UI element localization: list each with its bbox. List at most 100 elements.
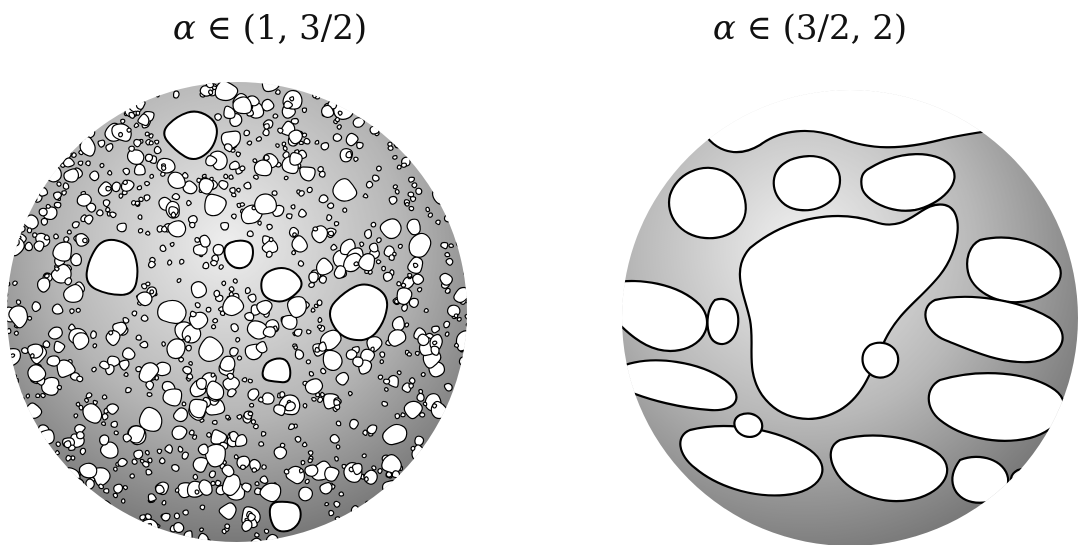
hole [222,281,226,285]
hole [45,274,50,278]
hole [73,478,83,488]
hole [31,424,35,428]
hole [119,194,123,198]
hole [195,238,200,243]
hole [174,513,179,519]
hole [311,308,315,312]
hole [289,424,295,430]
hole [269,238,273,242]
hole [253,73,260,80]
hole [76,483,80,488]
hole [284,469,289,474]
hole [74,414,78,418]
hole [267,251,273,257]
hole [367,425,377,434]
hole [360,242,364,246]
hole [308,451,312,456]
hole [371,222,376,227]
hole [6,282,10,286]
hole [363,430,367,435]
hole [32,302,40,312]
hole [409,177,415,182]
hole [348,392,352,396]
hole [402,304,408,311]
hole [5,378,18,393]
hole [57,182,61,186]
hole [262,73,279,92]
hole [252,468,257,472]
hole [351,506,359,514]
hole [117,223,126,232]
hole [187,200,192,205]
hole-left-mid [708,299,739,344]
hole [334,222,338,226]
hole [393,156,397,160]
hole [445,253,450,257]
hole [398,244,402,248]
hole [134,139,141,146]
hole [77,376,83,381]
hole [33,197,37,201]
hole [54,202,61,207]
hole [256,137,261,141]
coarse-hole-disk [540,0,1080,545]
hole [178,446,183,452]
hole [354,157,358,161]
hole [315,140,319,144]
hole [149,261,156,267]
hole [162,226,168,232]
hole [100,435,109,445]
hole [382,266,386,270]
hole [43,341,50,348]
hole [189,362,193,366]
hole [301,461,305,465]
hole [394,141,401,148]
hole [79,405,83,410]
hole [418,334,429,345]
hole [395,414,399,419]
hole [226,415,230,419]
hole [190,311,196,317]
hole [98,140,105,147]
hole [410,197,415,202]
hole [415,436,424,445]
hole [352,463,362,474]
hole [306,360,310,364]
hole [276,144,279,148]
hole [264,124,269,129]
hole [253,424,258,428]
hole [106,186,111,190]
hole [157,449,161,453]
hole [156,485,165,493]
hole [230,348,238,357]
hole [229,175,233,179]
hole [330,435,339,444]
hole [233,279,237,283]
hole [245,312,254,320]
hole [184,531,192,540]
hole [259,442,264,446]
hole [335,118,339,122]
hole [189,430,194,435]
hole [36,394,40,398]
hole [302,442,306,446]
hole [185,336,190,342]
hole [163,389,182,406]
hole [418,288,422,292]
hole [433,186,450,205]
hole [408,274,412,278]
hole [56,442,60,446]
hole [262,393,274,404]
hole [99,484,104,488]
hole [146,231,150,235]
hole [212,325,216,329]
hole [123,434,131,442]
hole [338,111,342,115]
hole [80,448,85,454]
hole [344,98,351,106]
hole [199,178,213,193]
hole [255,533,259,537]
hole [466,323,470,327]
hole [79,463,96,478]
hole [155,140,159,144]
